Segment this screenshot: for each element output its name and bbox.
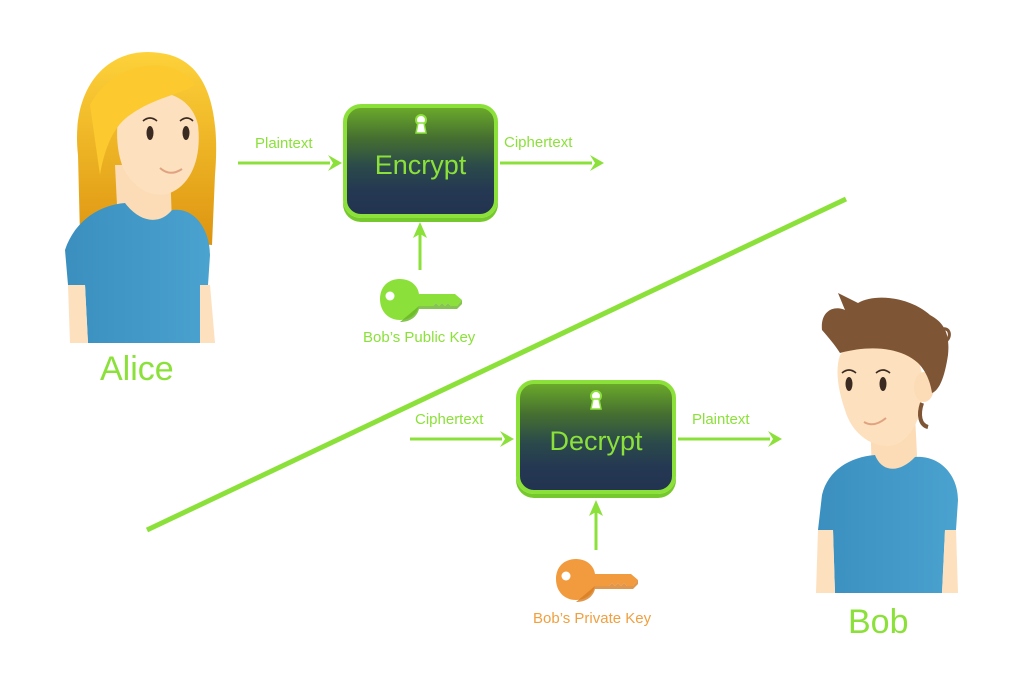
decrypt-output-label: Plaintext — [692, 411, 750, 428]
decrypt-input-label: Ciphertext — [415, 411, 484, 428]
encrypt-input-label: Plaintext — [255, 135, 313, 152]
bob-name: Bob — [848, 603, 909, 641]
public-key-icon — [380, 279, 462, 322]
decrypt-output-arrow — [678, 431, 782, 447]
decrypt-box: Decrypt — [516, 380, 676, 494]
decrypt-input-arrow — [410, 431, 514, 447]
keyhole-icon — [590, 390, 602, 410]
divider-line — [145, 196, 848, 533]
encrypt-title: Encrypt — [374, 150, 467, 180]
bob-avatar — [816, 293, 958, 593]
public-key-label: Bob’s Public Key — [363, 329, 476, 346]
private-key-label: Bob’s Private Key — [533, 610, 652, 627]
encrypt-output-arrow — [500, 155, 604, 171]
keyhole-icon — [414, 114, 427, 134]
decrypt-title: Decrypt — [549, 426, 643, 456]
public-key-arrow — [413, 222, 427, 270]
alice-name: Alice — [100, 350, 174, 388]
encrypt-output-label: Ciphertext — [504, 134, 573, 151]
private-key-icon — [556, 559, 638, 602]
alice-avatar — [65, 51, 217, 343]
private-key-arrow — [589, 500, 603, 550]
encrypt-box: Encrypt — [343, 104, 498, 218]
encrypt-input-arrow — [238, 155, 342, 171]
